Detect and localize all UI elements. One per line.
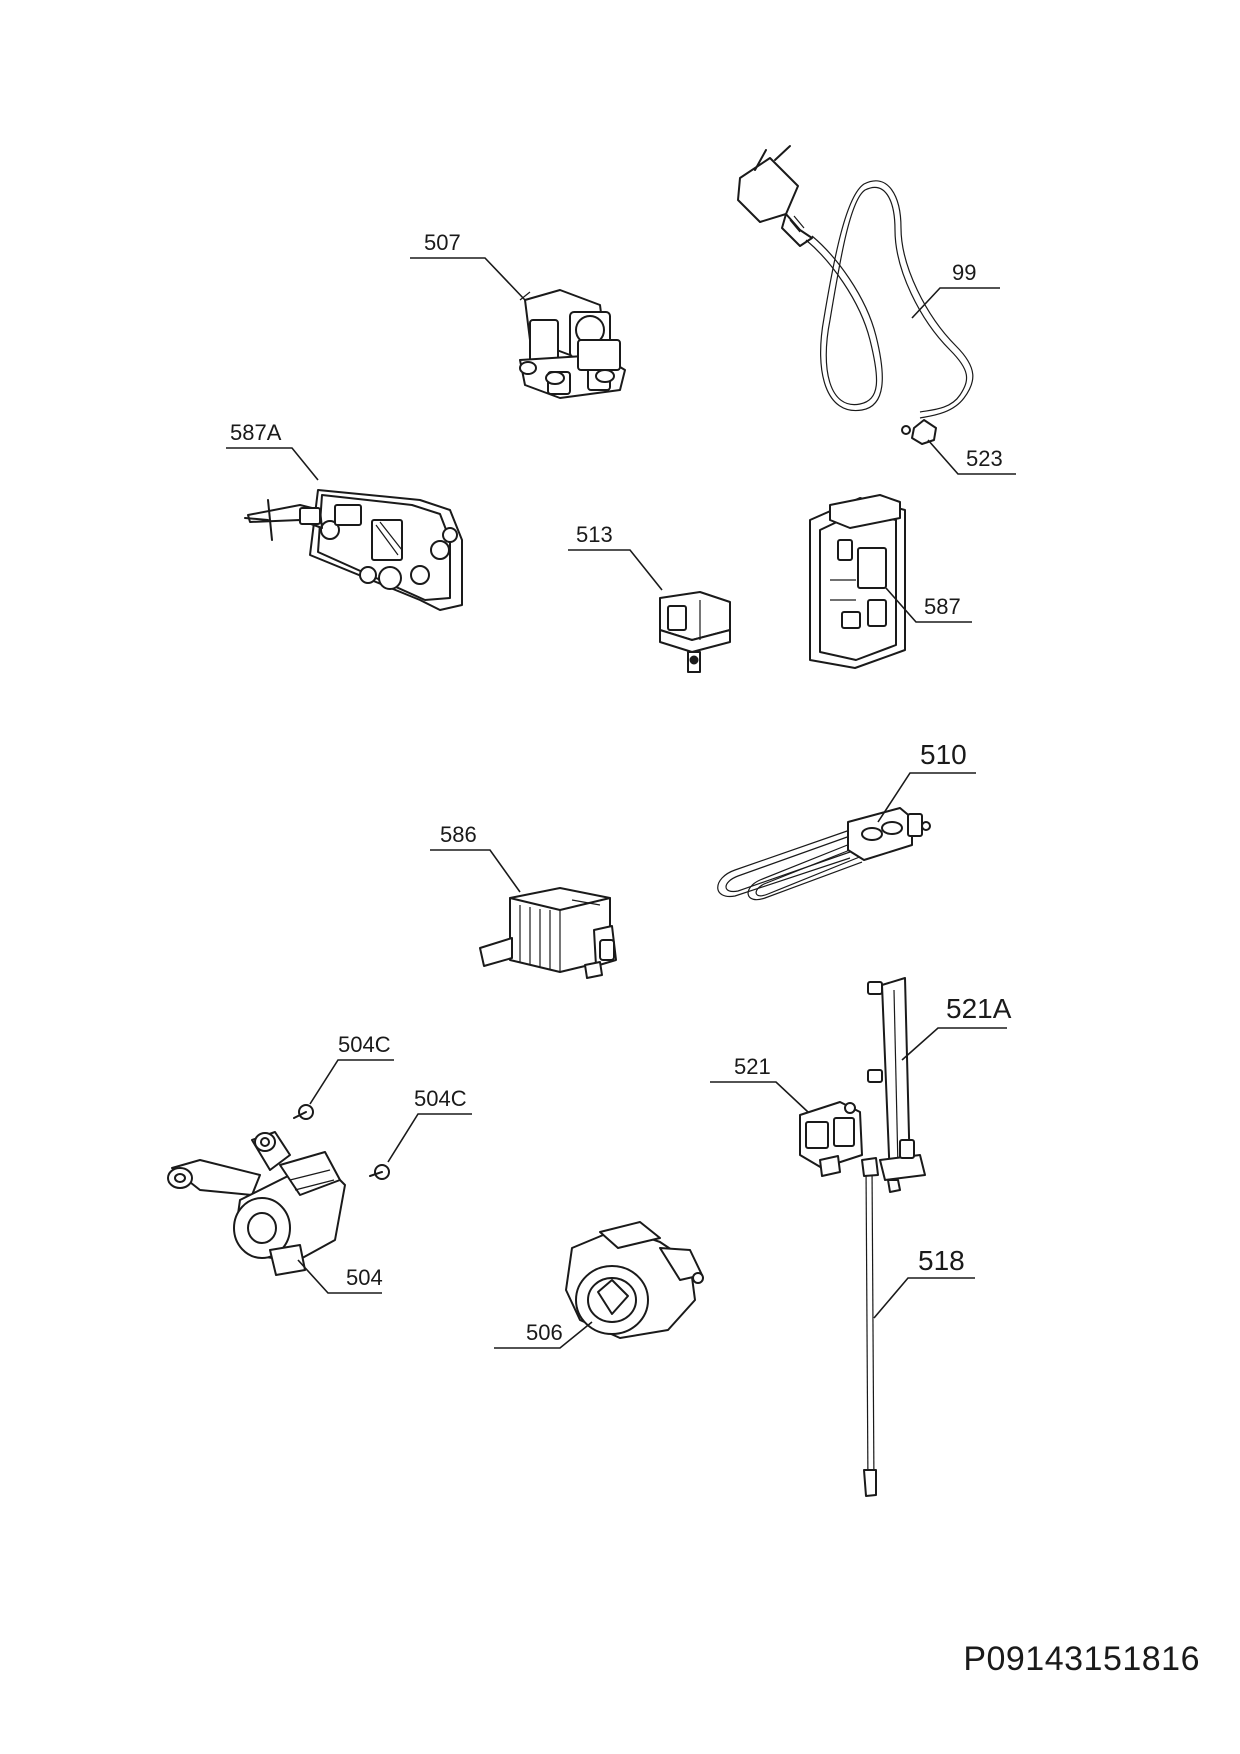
control-module-part — [809, 494, 906, 669]
callout-521A: 521A — [946, 993, 1012, 1024]
callout-510: 510 — [920, 739, 967, 770]
drain-pump-part — [565, 1221, 704, 1339]
callout-504C-upper: 504C — [338, 1032, 391, 1057]
main-control-board-part — [244, 489, 463, 611]
callout-99: 99 — [952, 260, 976, 285]
heating-element-part — [717, 807, 931, 901]
callout-587A: 587A — [230, 420, 282, 445]
power-cord-part — [737, 145, 974, 419]
callout-523: 523 — [966, 446, 1003, 471]
pressure-switch-part — [659, 591, 731, 673]
cable-part — [861, 1157, 879, 1497]
inlet-valve-part — [519, 289, 626, 399]
callout-518: 518 — [918, 1245, 965, 1276]
drive-motor-part — [167, 1131, 346, 1276]
callout-587: 587 — [924, 594, 961, 619]
motor-controller-part — [479, 887, 617, 979]
screw-part-b — [369, 1164, 390, 1180]
callout-586: 586 — [440, 822, 477, 847]
cord-clip-part — [901, 419, 937, 445]
screw-part-a — [293, 1104, 314, 1120]
drawing-number: P09143151816 — [963, 1640, 1200, 1678]
door-lock-bracket-part — [867, 977, 926, 1193]
callout-521: 521 — [734, 1054, 771, 1079]
callout-506: 506 — [526, 1320, 563, 1345]
callout-504: 504 — [346, 1265, 383, 1290]
callout-513: 513 — [576, 522, 613, 547]
door-lock-part — [799, 1101, 863, 1177]
leader-lines — [226, 257, 1016, 1349]
callout-507: 507 — [424, 230, 461, 255]
callout-504C-lower: 504C — [414, 1086, 467, 1111]
